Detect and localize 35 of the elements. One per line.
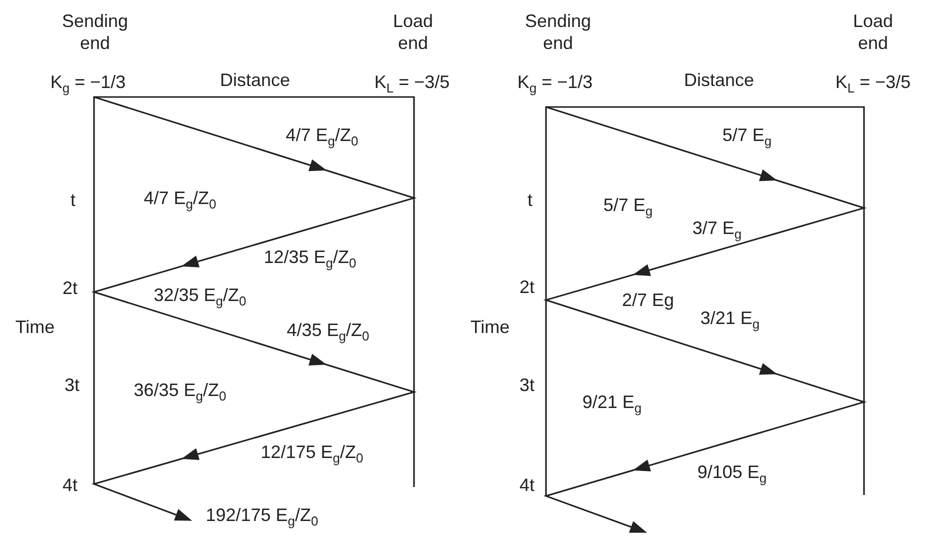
axis-label: 3t: [520, 374, 534, 396]
wave-amplitude-label: 3/7 E$_{g}$: [692, 217, 742, 239]
axis-label: K$_{L}$ = −3/5: [835, 71, 911, 93]
axis-label: Time: [15, 316, 55, 338]
wave-amplitude-label: 12/175 E$_{g}$/Z$_{0}$: [260, 441, 364, 463]
axis-label: 4t: [520, 474, 534, 496]
axis-label: Distance: [684, 69, 754, 91]
axis-label: Distance: [220, 69, 290, 91]
wave-amplitude-label: 2/7 Eg: [622, 289, 674, 311]
end-label: Sending end: [60, 10, 130, 54]
axis-label: 3t: [64, 374, 80, 396]
axis-label: t: [528, 189, 532, 211]
end-label: Sending end: [524, 10, 592, 54]
wave-amplitude-label: 4/35 E$_{g}$/Z$_{0}$: [286, 319, 370, 341]
wave-amplitude-label: 5/7 E$_{g}$: [603, 194, 653, 216]
wave-amplitude-label: 32/35 E$_{g}$/Z$_{0}$: [154, 284, 246, 306]
wave-amplitude-label: 36/35 E$_{g}$/Z$_{0}$: [134, 379, 226, 401]
axis-label: K$_{L}$ = −3/5: [374, 71, 450, 93]
end-label: Load end: [852, 10, 894, 54]
wave-amplitude-label: 4/7 E$_{g}$/Z$_{0}$: [144, 187, 216, 209]
wave-amplitude-label: 5/7 E$_{g}$: [722, 124, 772, 146]
axis-label: t: [70, 189, 76, 211]
axis-label: K$_{g}$ = −1/3: [50, 71, 126, 93]
wave-amplitude-label: 9/21 E$_{g}$: [582, 391, 642, 413]
wave-amplitude-label: 4/7 E$_{g}$/Z$_{0}$: [286, 124, 358, 146]
wave-amplitude-label: 9/105 E$_{g}$: [697, 461, 767, 483]
wave-amplitude-label: 192/175 E$_{g}$/Z$_{0}$: [206, 504, 318, 526]
axis-label: Time: [470, 316, 510, 338]
axis-label: 2t: [62, 277, 78, 299]
axis-label: K$_{g}$ = −1/3: [517, 71, 593, 93]
axis-label: 2t: [520, 276, 534, 298]
axis-label: 4t: [62, 474, 78, 496]
wave-amplitude-label: 3/21 E$_{g}$: [700, 307, 760, 329]
wave-amplitude-label: 12/35 E$_{g}$/Z$_{0}$: [264, 246, 356, 268]
end-label: Load end: [392, 10, 434, 54]
